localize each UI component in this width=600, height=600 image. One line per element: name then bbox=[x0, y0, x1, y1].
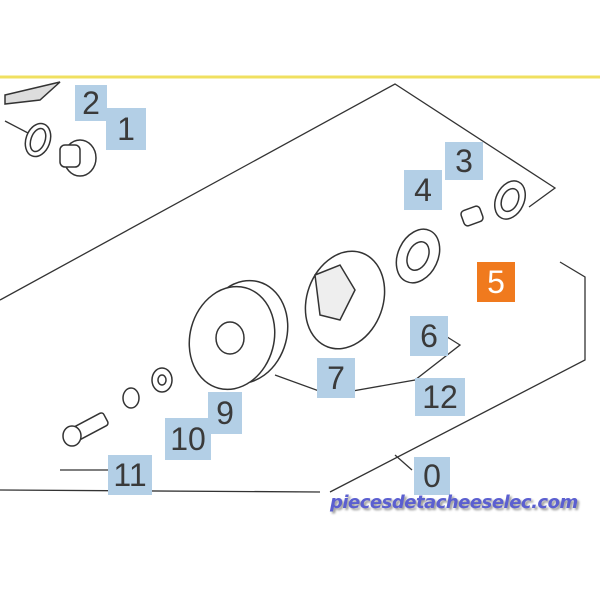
part-label-10[interactable]: 10 bbox=[165, 418, 211, 460]
part-label-4[interactable]: 4 bbox=[404, 170, 442, 210]
part-label-1[interactable]: 1 bbox=[106, 108, 146, 150]
part-label-2[interactable]: 2 bbox=[75, 85, 107, 121]
part-label-0[interactable]: 0 bbox=[414, 457, 450, 495]
part-label-7[interactable]: 7 bbox=[317, 358, 355, 398]
part-label-11[interactable]: 11 bbox=[108, 455, 152, 495]
part-label-3[interactable]: 3 bbox=[445, 142, 483, 180]
watermark: piecesdetacheeselec.com bbox=[330, 492, 578, 513]
part-label-5-highlighted[interactable]: 5 bbox=[477, 262, 515, 302]
part-label-6[interactable]: 6 bbox=[410, 316, 448, 356]
part-label-9[interactable]: 9 bbox=[208, 392, 242, 434]
part-drawings bbox=[4, 81, 526, 447]
part-label-12[interactable]: 12 bbox=[415, 378, 465, 416]
